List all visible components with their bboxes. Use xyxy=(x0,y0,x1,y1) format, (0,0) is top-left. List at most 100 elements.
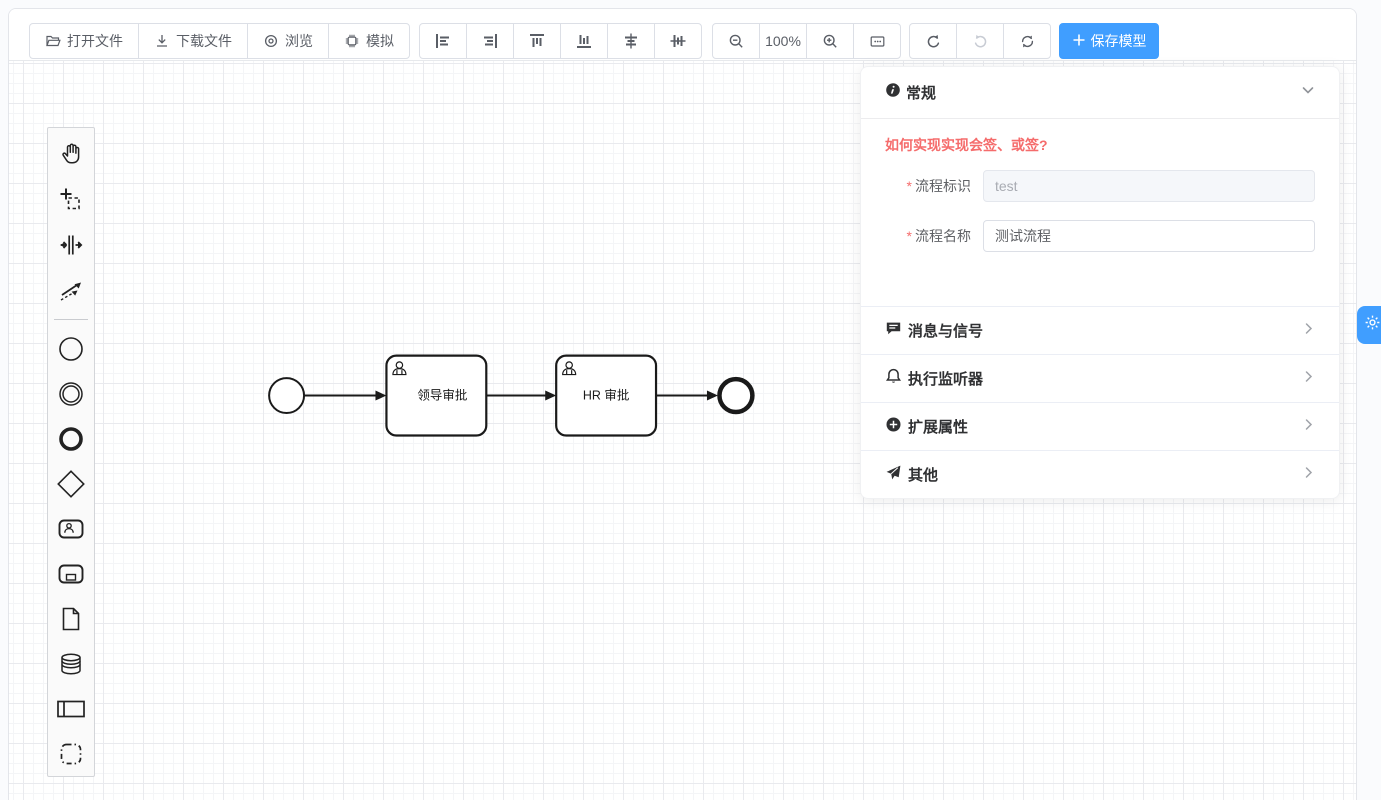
required-marker: * xyxy=(906,228,912,244)
simulate-label: 模拟 xyxy=(366,33,394,49)
zoom-level-value: 100% xyxy=(765,33,801,49)
restart-icon xyxy=(1019,33,1036,50)
download-icon xyxy=(154,33,170,49)
process-id-input[interactable] xyxy=(983,170,1315,202)
section-extended-properties[interactable]: 扩展属性 xyxy=(861,402,1339,450)
properties-panel: 常规 如何实现实现会签、或签? *流程标识 *流程名称 消息与信号 xyxy=(860,66,1340,499)
zoom-level-button[interactable]: 100% xyxy=(759,23,807,59)
general-section-title: 常规 xyxy=(906,85,937,102)
bpmn-diagram: 领导审批 HR 审批 xyxy=(268,354,755,437)
sequence-flow-2[interactable] xyxy=(486,390,557,401)
process-name-row: *流程名称 xyxy=(885,220,1315,252)
preview-eye-icon xyxy=(263,33,279,49)
undo-button[interactable] xyxy=(909,23,957,59)
create-subprocess[interactable] xyxy=(48,551,94,596)
create-intermediate-event[interactable] xyxy=(48,371,94,416)
create-data-store[interactable] xyxy=(48,641,94,686)
align-center-horizontal-icon xyxy=(622,32,640,50)
gear-icon xyxy=(1364,314,1381,336)
download-file-button[interactable]: 下载文件 xyxy=(138,23,248,59)
align-bottom-icon xyxy=(575,32,593,50)
space-tool[interactable] xyxy=(48,222,94,268)
simulate-chip-icon xyxy=(344,33,360,49)
simulate-button[interactable]: 模拟 xyxy=(328,23,410,59)
align-bottom-button[interactable] xyxy=(560,23,608,59)
zoom-button-group: 100% xyxy=(712,23,901,59)
process-name-input[interactable] xyxy=(983,220,1315,252)
section-others[interactable]: 其他 xyxy=(861,450,1339,498)
history-button-group xyxy=(909,23,1051,59)
redo-icon xyxy=(972,33,989,50)
send-icon xyxy=(885,464,902,486)
user-task-node-2[interactable]: HR 审批 xyxy=(555,354,658,437)
chevron-right-icon xyxy=(1302,322,1315,340)
general-section-body: 如何实现实现会签、或签? *流程标识 *流程名称 xyxy=(861,119,1339,306)
save-model-button[interactable]: 保存模型 xyxy=(1059,23,1159,59)
undo-icon xyxy=(925,33,942,50)
chevron-right-icon xyxy=(1302,418,1315,436)
lasso-tool[interactable] xyxy=(48,176,94,222)
save-model-label: 保存模型 xyxy=(1090,33,1147,49)
section-label: 其他 xyxy=(908,467,939,484)
preview-label: 浏览 xyxy=(285,33,313,49)
download-file-label: 下载文件 xyxy=(176,33,232,49)
process-name-label: *流程名称 xyxy=(906,228,971,244)
section-label: 扩展属性 xyxy=(908,419,969,436)
general-section-header[interactable]: 常规 xyxy=(861,67,1339,119)
align-top-button[interactable] xyxy=(513,23,561,59)
file-button-group: 打开文件 下载文件 浏览 模拟 xyxy=(29,23,410,59)
end-event-node[interactable] xyxy=(717,376,755,415)
countersign-hint-link[interactable]: 如何实现实现会签、或签? xyxy=(885,137,1048,153)
hand-tool[interactable] xyxy=(48,130,94,176)
restart-button[interactable] xyxy=(1003,23,1051,59)
bell-icon xyxy=(885,368,902,390)
zoom-out-button[interactable] xyxy=(712,23,760,59)
align-right-button[interactable] xyxy=(466,23,514,59)
info-icon xyxy=(885,82,901,103)
align-center-vertical-button[interactable] xyxy=(654,23,702,59)
create-start-event[interactable] xyxy=(48,326,94,371)
align-right-icon xyxy=(481,32,499,50)
create-end-event[interactable] xyxy=(48,416,94,461)
required-marker: * xyxy=(906,178,912,194)
zoom-in-button[interactable] xyxy=(806,23,854,59)
open-file-button[interactable]: 打开文件 xyxy=(29,23,139,59)
align-left-button[interactable] xyxy=(419,23,467,59)
section-messages-signals[interactable]: 消息与信号 xyxy=(861,306,1339,354)
section-label: 消息与信号 xyxy=(908,323,984,340)
start-event-node[interactable] xyxy=(268,377,306,415)
create-participant[interactable] xyxy=(48,686,94,731)
section-label: 执行监听器 xyxy=(908,371,984,388)
task-label: 领导审批 xyxy=(417,388,467,403)
create-group[interactable] xyxy=(48,731,94,776)
folder-open-icon xyxy=(45,33,61,49)
user-task-node-1[interactable]: 领导审批 xyxy=(385,354,488,437)
toolbar: 打开文件 下载文件 浏览 模拟 xyxy=(9,9,1356,61)
form-spacer xyxy=(885,270,1315,306)
create-data-object[interactable] xyxy=(48,596,94,641)
palette-separator xyxy=(54,319,88,320)
palette xyxy=(47,127,95,777)
settings-edge-tab[interactable] xyxy=(1357,306,1381,344)
plus-icon xyxy=(1072,33,1086,50)
chevron-right-icon xyxy=(1302,466,1315,484)
preview-button[interactable]: 浏览 xyxy=(247,23,329,59)
align-center-horizontal-button[interactable] xyxy=(607,23,655,59)
plus-circle-icon xyxy=(885,416,902,438)
global-connect-tool[interactable] xyxy=(48,268,94,314)
align-center-vertical-icon xyxy=(669,32,687,50)
align-top-icon xyxy=(528,32,546,50)
zoom-out-icon xyxy=(728,33,745,50)
create-gateway[interactable] xyxy=(48,461,94,506)
create-user-task[interactable] xyxy=(48,506,94,551)
fit-viewport-icon xyxy=(869,33,886,50)
message-icon xyxy=(885,320,902,342)
chevron-down-icon xyxy=(1301,83,1315,102)
sequence-flow-3[interactable] xyxy=(656,390,718,401)
fit-viewport-button[interactable] xyxy=(853,23,901,59)
redo-button[interactable] xyxy=(956,23,1004,59)
sequence-flow-1[interactable] xyxy=(304,390,387,401)
zoom-in-icon xyxy=(822,33,839,50)
task-label: HR 审批 xyxy=(583,388,629,403)
section-execution-listeners[interactable]: 执行监听器 xyxy=(861,354,1339,402)
